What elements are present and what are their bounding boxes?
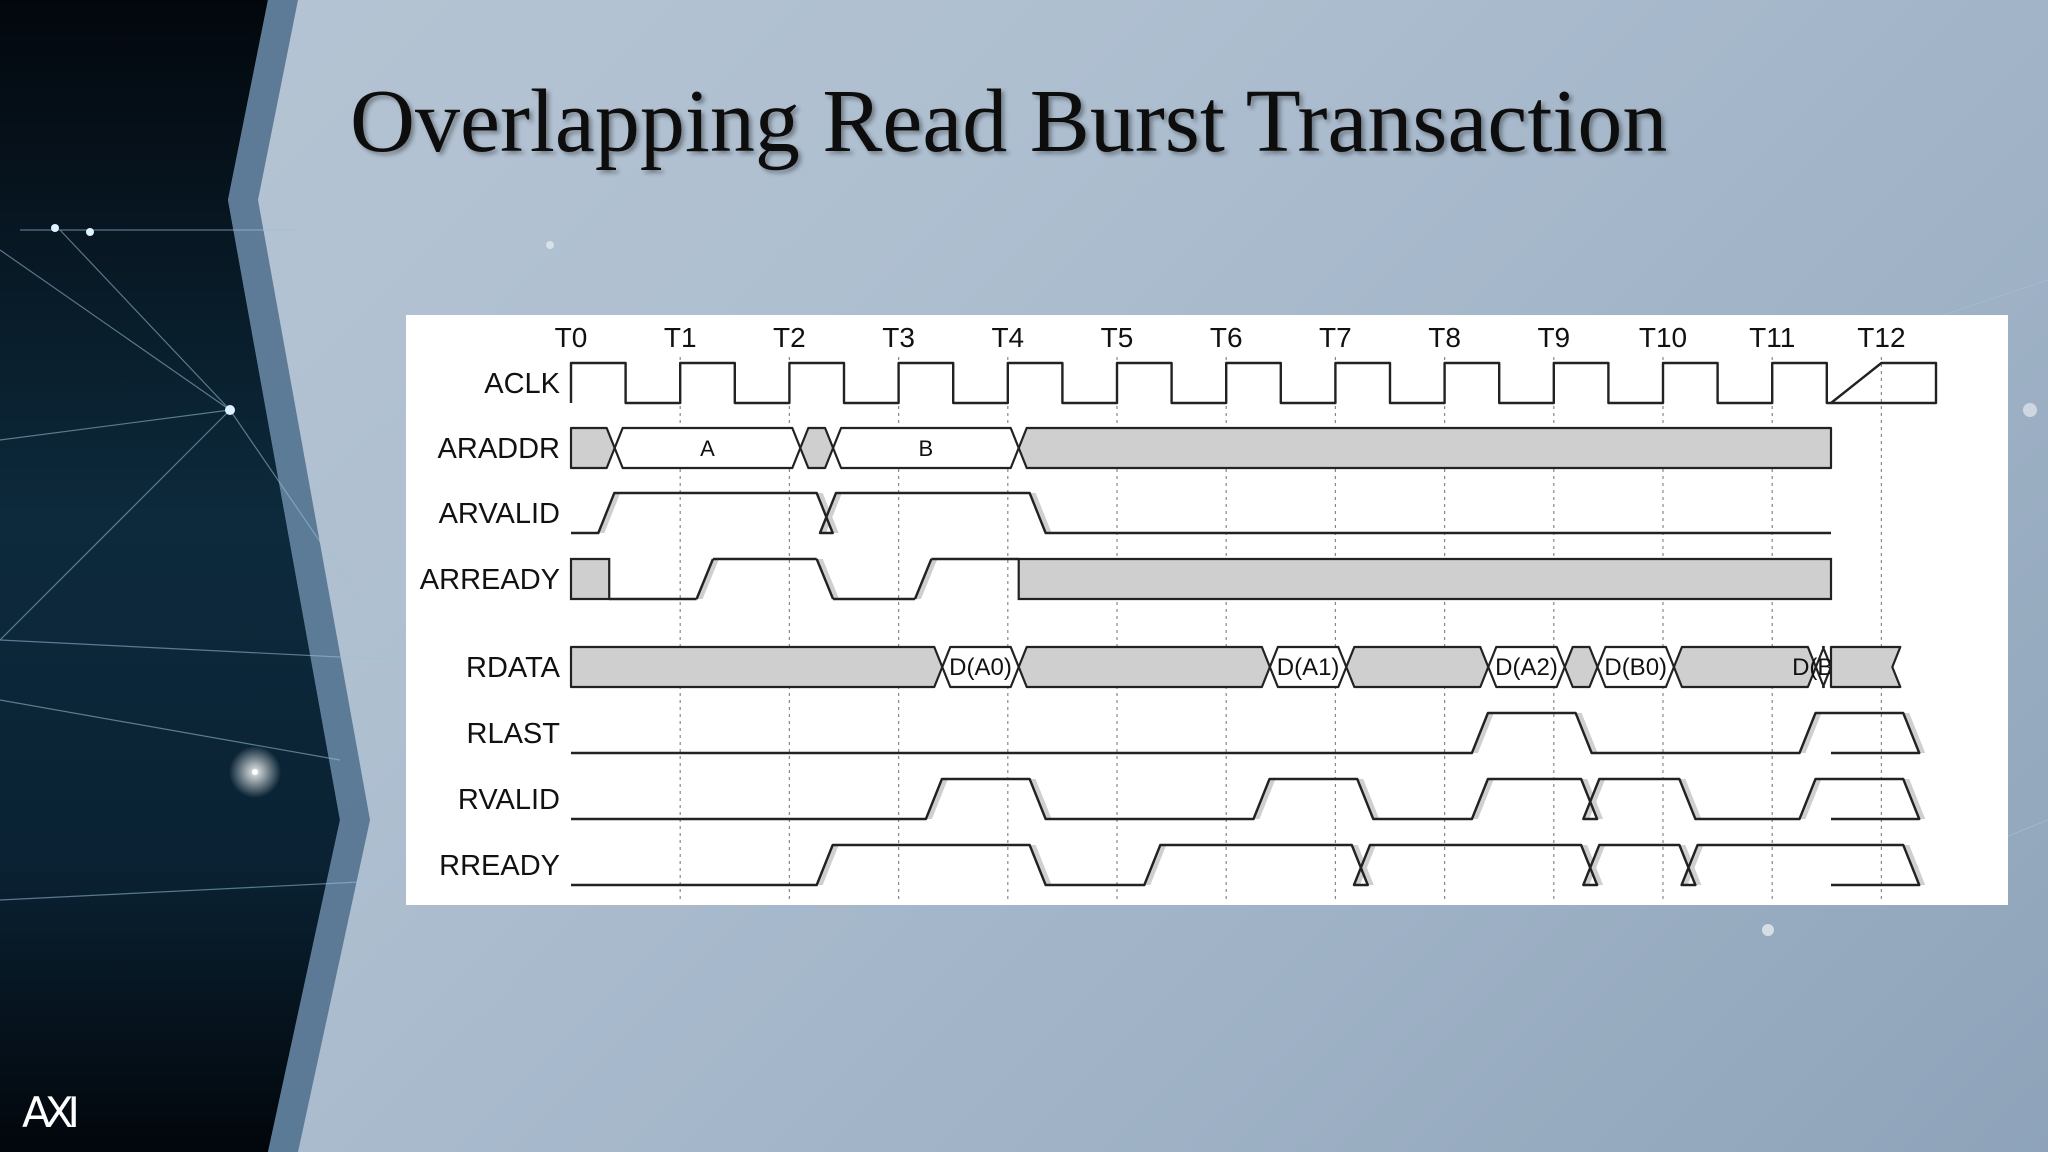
bus-value-label: B [919, 436, 934, 461]
left-edge-stripe [228, 0, 370, 1152]
edge-segment [815, 558, 835, 600]
rvalid-waveform [571, 777, 1921, 821]
edge-shade [819, 493, 842, 533]
edge-shade [1029, 493, 1052, 533]
clock-label: T2 [773, 322, 806, 353]
clock-label: T5 [1101, 322, 1134, 353]
signal-label: ARVALID [439, 498, 560, 530]
clock-label: T9 [1537, 322, 1570, 353]
bus-idle-segment [1829, 645, 1902, 689]
bus-idle-segment [569, 645, 944, 689]
bus-idle-segment [799, 426, 835, 470]
bus-idle-segment [1017, 426, 1833, 470]
edge-shade [816, 845, 839, 885]
edge-shade [1681, 845, 1704, 885]
bus-value-label: D(A1) [1277, 654, 1340, 681]
edge-shade [1253, 779, 1276, 819]
signal-label: RDATA [466, 652, 561, 684]
edge-shade [1679, 779, 1702, 819]
left-dark-panel [0, 0, 340, 1152]
signal-label: RVALID [458, 784, 560, 816]
bus-value-label: D(A2) [1495, 654, 1558, 681]
bus-idle-segment [1563, 645, 1599, 689]
bus-value-label: A [700, 436, 715, 461]
signal-label: RLAST [467, 718, 561, 750]
signal-label: RREADY [439, 850, 560, 882]
clock-label: T10 [1639, 322, 1687, 353]
edge-shade [1799, 779, 1822, 819]
edge-shade [1903, 779, 1926, 819]
undefined-region [569, 557, 611, 601]
clock-label: T1 [664, 322, 697, 353]
aclk-waveform [569, 361, 1938, 405]
rlast-waveform [571, 711, 1921, 755]
signal-label: ARREADY [420, 564, 560, 596]
edge-segment [695, 558, 715, 600]
clock-label: T6 [1210, 322, 1243, 353]
clock-label: T11 [1749, 322, 1795, 353]
edge-shade [1029, 845, 1052, 885]
slide-title: Overlapping Read Burst Transaction [350, 72, 1668, 171]
edge-shade [914, 559, 938, 599]
undefined-region [1017, 557, 1833, 601]
bus-value-label: D(B0) [1604, 654, 1667, 681]
edge-shade [1357, 779, 1380, 819]
bus-idle-segment [1345, 645, 1490, 689]
edge-shade [1575, 713, 1598, 753]
clock-label: T4 [991, 322, 1024, 353]
edge-shade [925, 779, 948, 819]
edge-segment [913, 558, 933, 600]
edge-shade [1144, 845, 1167, 885]
edge-shade [1583, 779, 1606, 819]
clock-label: T3 [882, 322, 915, 353]
signal-label: ACLK [484, 368, 560, 400]
edge-shade [1353, 845, 1376, 885]
edge-shade [696, 559, 719, 599]
edge-shade [816, 559, 840, 599]
edge-shade [1029, 779, 1052, 819]
signal-label: ARADDR [438, 433, 560, 465]
edge-shade [1471, 779, 1494, 819]
edge-shade [1903, 845, 1926, 885]
bus-idle-segment [1017, 645, 1271, 689]
edge-shade [1471, 713, 1494, 753]
clock-label: T8 [1428, 322, 1461, 353]
clock-label: T7 [1319, 322, 1352, 353]
clock-label: T12 [1857, 322, 1905, 353]
clock-label: T0 [555, 322, 588, 353]
bus-idle-segment [569, 426, 616, 470]
arvalid-waveform [571, 491, 1831, 535]
axi-logo: AXI [22, 1088, 80, 1137]
rready-waveform [571, 843, 1921, 887]
edge-shade [1583, 845, 1606, 885]
bus-value-label: D(A0) [949, 654, 1012, 681]
edge-shade [1799, 713, 1822, 753]
edge-shade [1903, 713, 1926, 753]
edge-shade [598, 493, 621, 533]
